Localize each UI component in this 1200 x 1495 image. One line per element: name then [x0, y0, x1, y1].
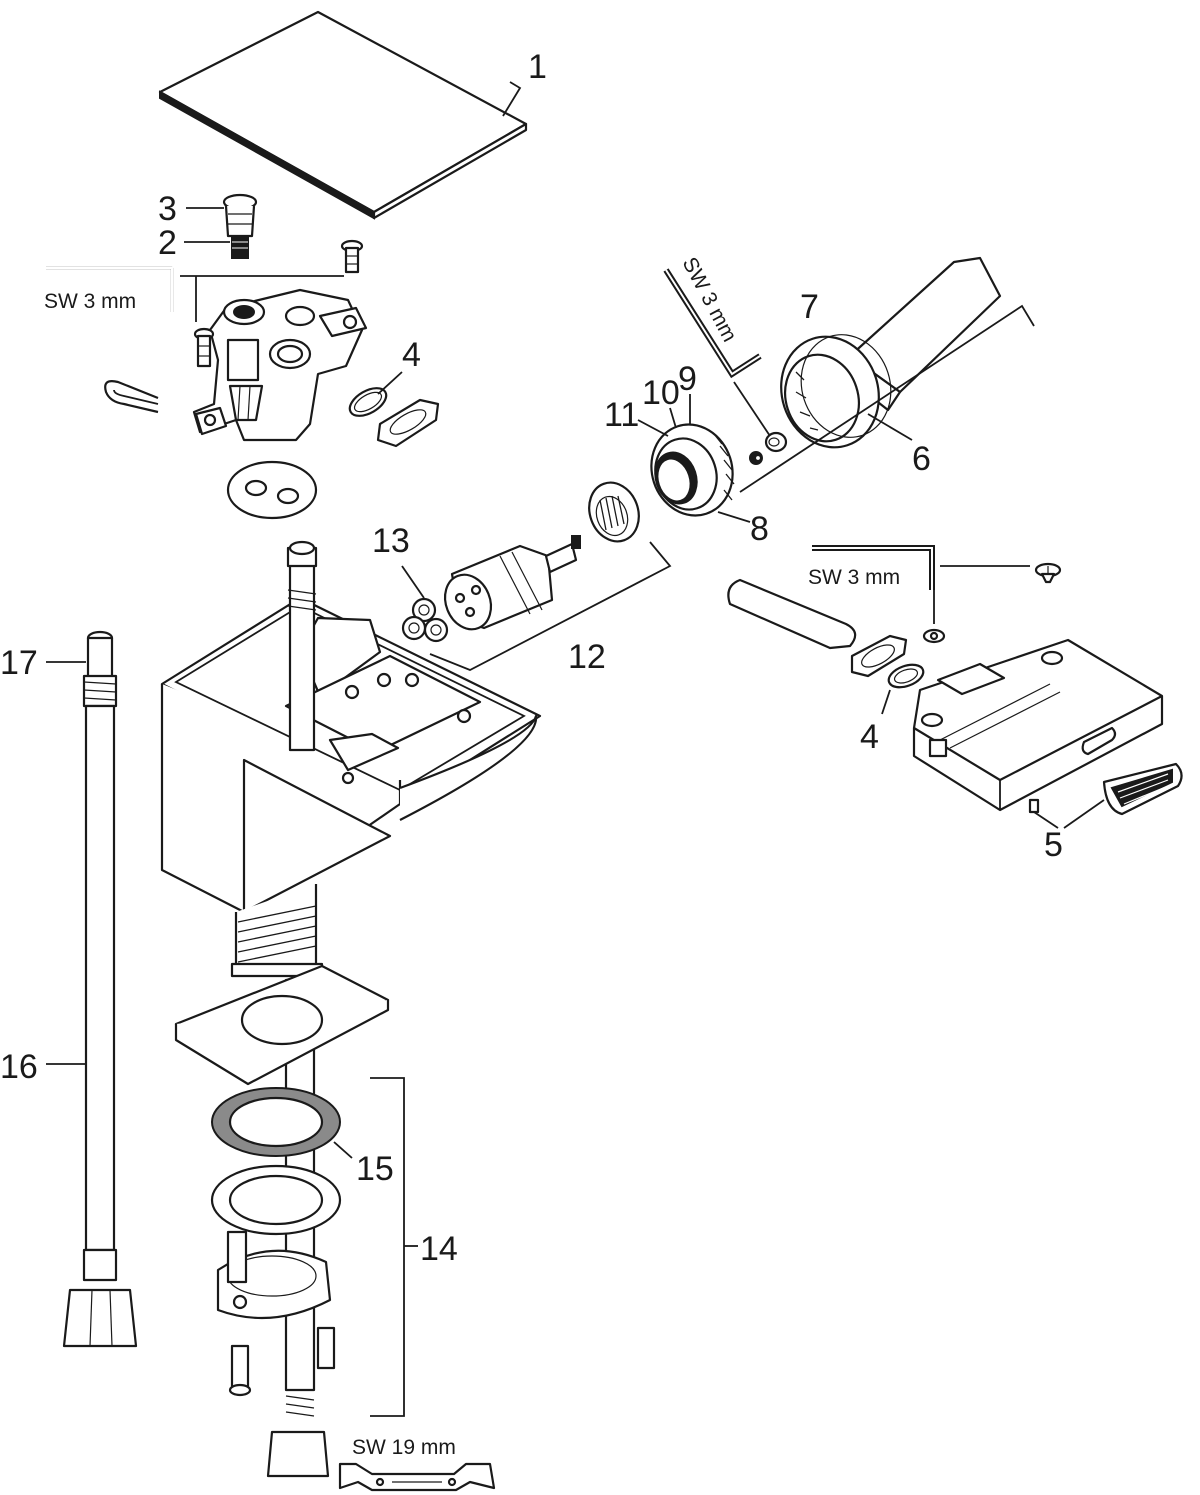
parts-8-11-threaded-rings [637, 394, 751, 523]
callout-1: 1 [528, 48, 547, 86]
part-4-oring-clip-lower [850, 634, 925, 715]
spout-insert [727, 578, 857, 650]
part-7-handle [739, 256, 1035, 493]
callout-6: 6 [912, 440, 931, 478]
callout-13: 13 [372, 522, 410, 560]
valve-body-housing [192, 288, 368, 442]
small-screw-right [922, 628, 946, 644]
callout-7: 7 [800, 288, 819, 326]
part-15-gasket [211, 1087, 353, 1159]
callout-10: 10 [642, 374, 680, 412]
callout-8: 8 [750, 510, 769, 548]
threaded-studs [226, 1230, 336, 1397]
callout-14: 14 [420, 1230, 458, 1268]
u-clip [104, 380, 159, 414]
open-end-wrench-icon [338, 1462, 496, 1492]
threaded-shank [230, 884, 324, 978]
allen-key-icon [46, 266, 174, 312]
hex-key-right [812, 545, 1030, 624]
mounting-plate [174, 964, 390, 1086]
part-5-aerator [1028, 762, 1183, 829]
callout-9: 9 [678, 360, 697, 398]
callout-15: 15 [356, 1150, 394, 1188]
callout-12: 12 [568, 638, 606, 676]
part-12-cartridge [429, 535, 672, 671]
spout-body [912, 638, 1164, 812]
small-inserts [749, 431, 788, 465]
part-16-17-flex-hose [46, 630, 138, 1348]
washer-flat [210, 1164, 342, 1236]
part-4-oring-clip-upper [348, 371, 440, 448]
callout-11: 11 [604, 396, 639, 434]
callout-3: 3 [158, 190, 177, 228]
part-13-seals [401, 565, 449, 643]
countersunk-screw [1034, 562, 1062, 584]
cartridge-ring-nut [588, 481, 640, 543]
callout-17: 17 [0, 644, 38, 682]
callout-2: 2 [158, 224, 177, 262]
socket-screw-left [193, 327, 215, 368]
main-housing [160, 596, 542, 914]
part-2-3-valve-insert [184, 193, 258, 259]
wrench-label: SW 19 mm [352, 1436, 456, 1459]
hex-key-left [46, 266, 344, 322]
hex-key-label-right: SW 3 mm [808, 566, 900, 589]
hex-key-label-left: SW 3 mm [44, 290, 136, 313]
socket-screw-top [340, 239, 364, 274]
part-14-bracket [370, 1077, 418, 1417]
part-1-cover-plate [158, 10, 528, 220]
allen-key-icon [663, 268, 762, 379]
base-gasket-disc [226, 460, 318, 520]
allen-key-icon [812, 545, 935, 590]
callout-4-lower: 4 [860, 718, 879, 756]
hex-key-diagonal [663, 268, 771, 437]
callout-4-upper: 4 [402, 336, 421, 374]
callout-5: 5 [1044, 826, 1063, 864]
callout-16: 16 [0, 1048, 38, 1086]
